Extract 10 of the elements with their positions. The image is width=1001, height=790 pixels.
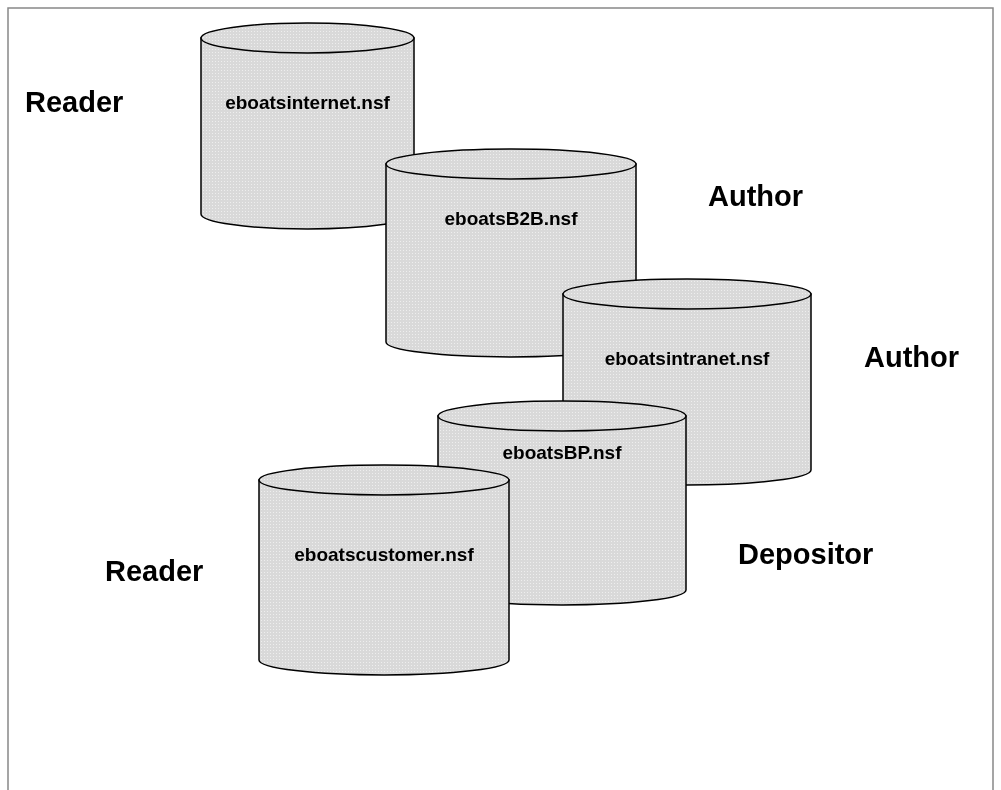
file-name: eboatsintranet.nsf bbox=[604, 348, 770, 370]
role-label: Reader bbox=[25, 86, 124, 119]
file-name: eboatsinternet.nsf bbox=[225, 92, 390, 114]
role-label: Depositor bbox=[738, 538, 874, 571]
role-label: Author bbox=[708, 180, 804, 213]
file-name: eboatsBP.nsf bbox=[502, 442, 622, 464]
file-name: eboatsB2B.nsf bbox=[444, 208, 578, 230]
file-name: eboatscustomer.nsf bbox=[294, 544, 474, 566]
role-label: Reader bbox=[105, 555, 204, 588]
role-label: Author bbox=[864, 341, 960, 374]
